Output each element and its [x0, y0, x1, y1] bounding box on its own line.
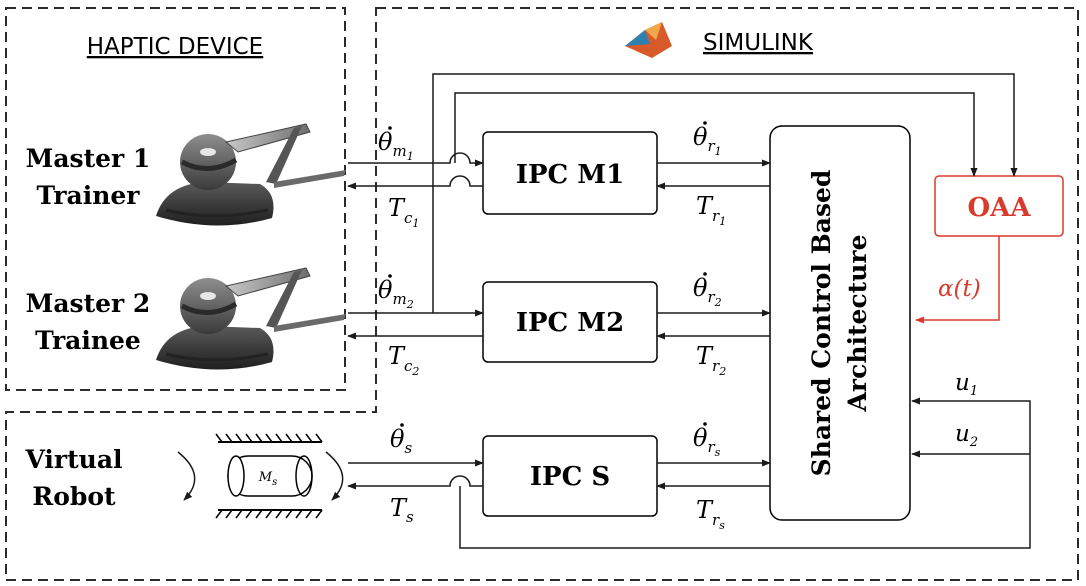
signal-torque-r1: Tr1: [696, 192, 726, 228]
signal-theta-m2: θm2: [378, 276, 414, 311]
ipc-m2-label: IPC M2: [516, 308, 624, 338]
simulink-region-title: SIMULINK: [703, 30, 814, 56]
signal-u1: u1: [955, 370, 978, 399]
virtual-robot-mass: Ms: [215, 433, 323, 519]
oaa-label: OAA: [968, 193, 1032, 223]
haptic-region-title: HAPTIC DEVICE: [87, 34, 263, 60]
robot-label: Virtual: [24, 445, 122, 474]
matlab-logo-icon: [625, 22, 672, 58]
ipc-s-label: IPC S: [530, 462, 610, 492]
signal-alpha: α(t): [938, 276, 981, 302]
signal-theta-rs: θrs: [693, 424, 721, 459]
simulink-region-border: [5, 7, 1079, 581]
shared-control-label: Shared Control Based: [807, 170, 836, 477]
signal-torque-r2: Tr2: [696, 342, 726, 378]
signal-theta-r1: θr1: [693, 123, 722, 158]
master1-label: Master 1: [26, 144, 151, 173]
ipc-m2-block: [482, 281, 658, 363]
signal-theta-r2: θr2: [693, 274, 722, 309]
svg-text:Ms: Ms: [258, 470, 277, 488]
master1-role: Trainer: [37, 181, 141, 210]
haptic-region-border: [5, 7, 346, 391]
signal-torque-s: Ts: [390, 494, 414, 526]
haptic-device-icon: [156, 268, 346, 370]
master2-role: Trainee: [35, 326, 141, 355]
signal-theta-s: θs: [390, 425, 412, 457]
shared-control-block: [769, 125, 911, 521]
rotation-arrow-icon: [177, 451, 196, 501]
robot-label-2: Robot: [32, 482, 116, 511]
ipc-m1-block: [482, 131, 658, 215]
signal-torque-c2: Tc2: [388, 342, 419, 378]
shared-control-label-2: Architecture: [843, 235, 872, 413]
signal-torque-c1: Tc1: [388, 194, 419, 230]
ipc-s-block: [482, 435, 658, 517]
rotation-arrow-icon: [325, 451, 344, 501]
signal-u2: u2: [955, 421, 978, 450]
ipc-m1-label: IPC M1: [516, 160, 624, 190]
haptic-device-icon: [156, 124, 346, 226]
mass-label: M: [258, 470, 273, 485]
master2-label: Master 2: [26, 289, 151, 318]
signal-theta-m1: θm1: [378, 128, 414, 163]
signal-torque-rs: Trs: [696, 496, 725, 532]
